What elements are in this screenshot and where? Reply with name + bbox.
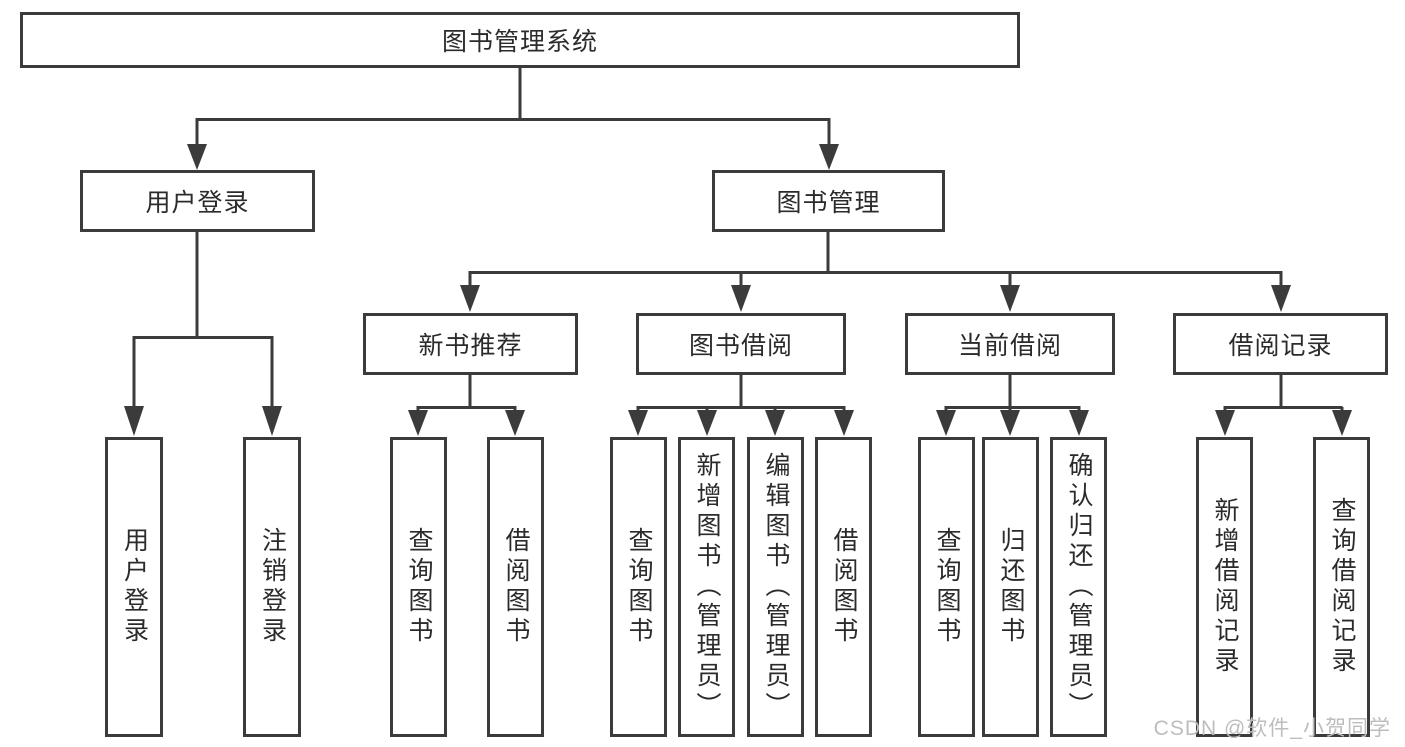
leaf-logout: 注销登录 bbox=[243, 437, 301, 737]
leaf-add-book-admin: 新增图书（管理员） bbox=[678, 437, 735, 737]
leaf-add-borrow-record: 新增借阅记录 bbox=[1196, 437, 1253, 737]
leaf-query-borrow-record-label: 查询借阅记录 bbox=[1328, 497, 1356, 677]
leaf-edit-book-admin: 编辑图书（管理员） bbox=[747, 437, 804, 737]
leaf-return-book: 归还图书 bbox=[982, 437, 1039, 737]
node-new-book-recommend-label: 新书推荐 bbox=[418, 332, 523, 360]
node-book-borrowing-label: 图书借阅 bbox=[688, 332, 793, 360]
leaf-query-borrow-record: 查询借阅记录 bbox=[1313, 437, 1370, 737]
node-current-borrowing-label: 当前借阅 bbox=[957, 332, 1062, 360]
leaf-borrow-book-2-label: 借阅图书 bbox=[830, 527, 858, 647]
leaf-edit-book-admin-label: 编辑图书（管理员） bbox=[762, 452, 790, 722]
leaf-user-login-label: 用户登录 bbox=[120, 527, 149, 647]
leaf-query-book-2: 查询图书 bbox=[610, 437, 667, 737]
leaf-return-book-label: 归还图书 bbox=[997, 527, 1025, 647]
node-book-management: 图书管理 bbox=[712, 170, 945, 232]
node-library-system-label: 图书管理系统 bbox=[441, 28, 598, 56]
leaf-query-book-2-label: 查询图书 bbox=[625, 527, 653, 647]
leaf-query-book-1-label: 查询图书 bbox=[405, 527, 433, 647]
leaf-logout-label: 注销登录 bbox=[258, 527, 287, 647]
leaf-borrow-book-1-label: 借阅图书 bbox=[502, 527, 530, 647]
leaf-add-borrow-record-label: 新增借阅记录 bbox=[1211, 497, 1239, 677]
leaf-add-book-admin-label: 新增图书（管理员） bbox=[693, 452, 721, 722]
csdn-watermark: CSDN @软件_小贺同学 bbox=[1153, 717, 1391, 740]
leaf-confirm-return-admin-label: 确认归还（管理员） bbox=[1065, 452, 1093, 722]
node-user-login: 用户登录 bbox=[80, 170, 315, 232]
node-book-management-label: 图书管理 bbox=[776, 189, 881, 217]
node-book-borrowing: 图书借阅 bbox=[636, 313, 846, 375]
node-borrowing-records-label: 借阅记录 bbox=[1228, 332, 1333, 360]
leaf-user-login: 用户登录 bbox=[105, 437, 163, 737]
leaf-confirm-return-admin: 确认归还（管理员） bbox=[1050, 437, 1107, 737]
node-user-login-label: 用户登录 bbox=[145, 189, 250, 217]
leaf-borrow-book-2: 借阅图书 bbox=[815, 437, 872, 737]
node-new-book-recommend: 新书推荐 bbox=[363, 313, 578, 375]
leaf-borrow-book-1: 借阅图书 bbox=[487, 437, 544, 737]
node-borrowing-records: 借阅记录 bbox=[1173, 313, 1388, 375]
leaf-query-book-1: 查询图书 bbox=[390, 437, 447, 737]
node-library-system: 图书管理系统 bbox=[20, 12, 1020, 68]
leaf-query-book-3-label: 查询图书 bbox=[933, 527, 961, 647]
node-current-borrowing: 当前借阅 bbox=[905, 313, 1115, 375]
leaf-query-book-3: 查询图书 bbox=[918, 437, 975, 737]
